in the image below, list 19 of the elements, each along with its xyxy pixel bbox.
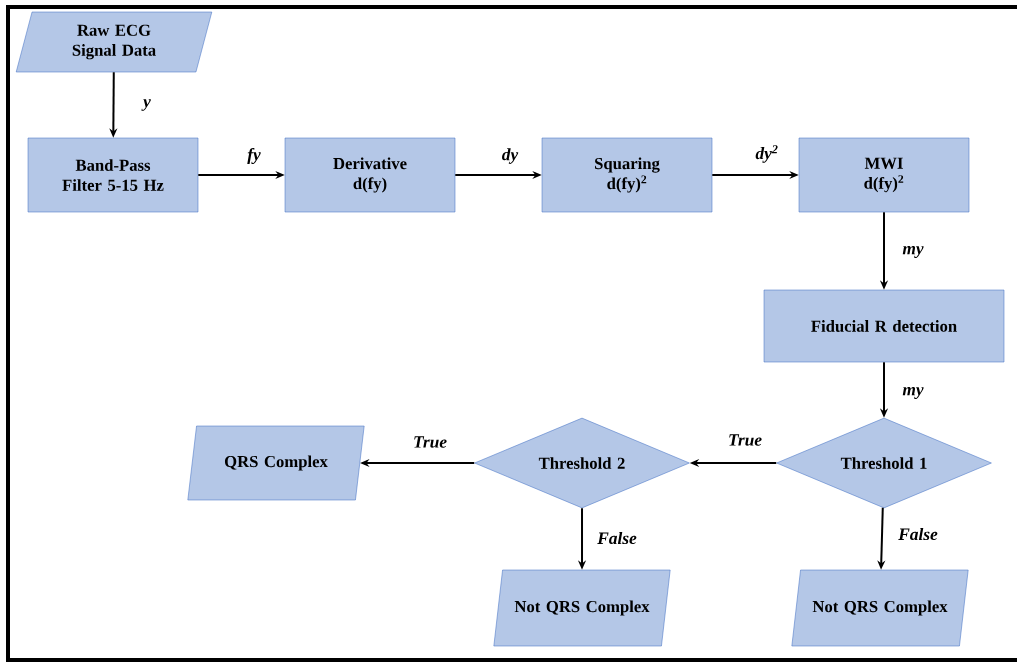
process-box: Fiducial R detection	[763, 289, 1005, 363]
data-parallelogram: Raw ECG Signal Data	[15, 11, 213, 73]
edge-label: my	[901, 244, 925, 260]
edge-label: dy$^{2}$	[754, 143, 780, 165]
data-parallelogram: Not QRS Complex	[493, 569, 671, 647]
process-box: MWI d(fy)$^{2}$	[798, 137, 970, 213]
edge-label: False	[896, 526, 940, 542]
edge-label: dy	[500, 146, 520, 166]
edge-label: True	[726, 432, 764, 448]
edge-label: y	[141, 97, 153, 113]
edge-label: False	[595, 530, 639, 546]
process-box: Band-Pass Filter 5-15 Hz	[27, 137, 199, 213]
data-parallelogram: Not QRS Complex	[791, 569, 969, 647]
edge-label: my	[901, 385, 925, 401]
process-box: Squaring d(fy)$^{2}$	[541, 137, 713, 213]
edge-label: True	[411, 434, 449, 450]
edge-label: fy	[245, 146, 263, 166]
process-box: Derivative d(fy)	[284, 137, 456, 213]
data-parallelogram: QRS Complex	[187, 425, 365, 501]
